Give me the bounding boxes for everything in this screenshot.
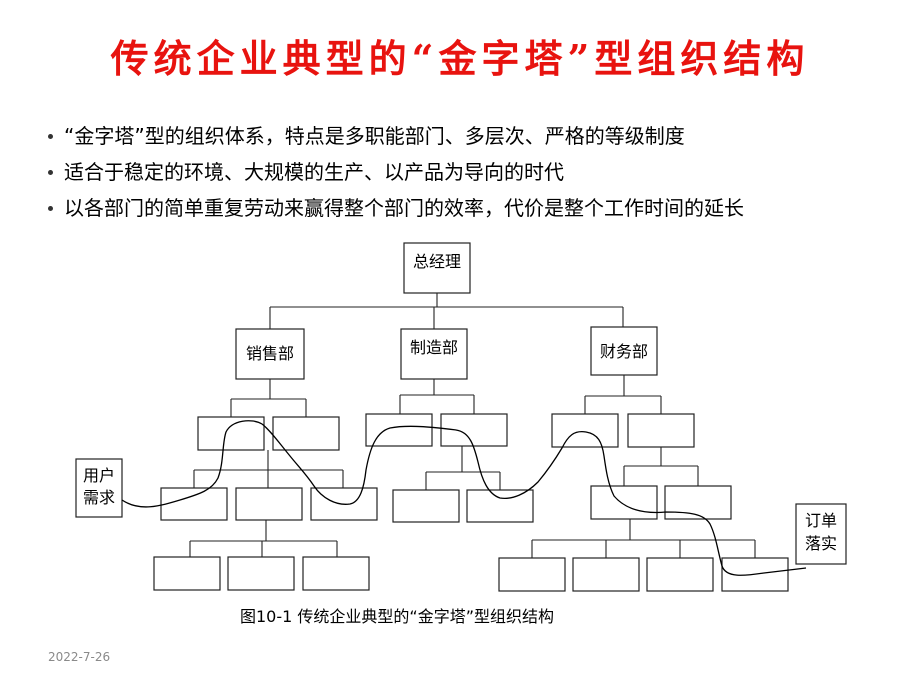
box-finance-l2	[551, 413, 619, 448]
box-sales-l3	[160, 487, 228, 521]
box-manufacturing-l2	[440, 413, 508, 447]
process-flow-line	[121, 420, 807, 576]
box-general-manager	[403, 242, 471, 294]
label-user-demand-line1: 用户	[83, 466, 115, 485]
box-sales-l2	[197, 416, 265, 451]
slide-title: 传统企业典型的“金字塔”型组织结构	[110, 36, 810, 81]
label-order-fulfilled-line2: 落实	[805, 534, 837, 553]
box-finance-l2	[627, 413, 695, 448]
box-sales-l4	[227, 556, 295, 591]
box-finance-l4	[646, 557, 714, 592]
label-user-demand-line2: 需求	[83, 488, 115, 507]
edge	[531, 519, 756, 558]
edge	[193, 450, 344, 488]
label-finance-dept: 财务部	[600, 342, 648, 361]
box-manufacturing-l2	[365, 413, 433, 447]
edge	[623, 447, 699, 486]
box-order-fulfilled	[795, 503, 847, 565]
edge	[584, 375, 662, 414]
bullet-item: 以各部门的简单重复劳动来赢得整个部门的效率，代价是整个工作时间的延长	[48, 190, 744, 226]
bullet-list: “金字塔”型的组织体系，特点是多职能部门、多层次、严格的等级制度 适合于稳定的环…	[48, 118, 744, 226]
box-user-demand	[75, 458, 123, 518]
label-general-manager: 总经理	[413, 252, 461, 271]
edge	[269, 293, 624, 329]
bullet-item: 适合于稳定的环境、大规模的生产、以产品为导向的时代	[48, 154, 744, 190]
box-sales-l4	[153, 556, 221, 591]
label-sales-dept: 销售部	[246, 344, 294, 363]
label-order-fulfilled-line1: 订单	[805, 511, 837, 530]
box-manufacturing-l3	[392, 489, 460, 523]
footer-date: 2022-7-26	[48, 650, 111, 664]
box-manufacturing-dept	[400, 328, 468, 380]
box-finance-l4	[498, 557, 566, 592]
figure-caption: 图10-1 传统企业典型的“金字塔”型组织结构	[240, 607, 554, 626]
box-sales-l4	[302, 556, 370, 591]
box-finance-l3	[664, 485, 732, 520]
box-sales-l2	[272, 416, 340, 451]
edge	[425, 446, 501, 490]
edge	[189, 520, 338, 557]
label-manufacturing-dept: 制造部	[410, 338, 458, 357]
bullet-item: “金字塔”型的组织体系，特点是多职能部门、多层次、严格的等级制度	[48, 118, 744, 154]
edge	[399, 379, 475, 414]
box-manufacturing-l3	[466, 489, 534, 523]
box-finance-l3	[590, 485, 658, 520]
box-sales-l3	[310, 487, 378, 521]
box-finance-l4	[572, 557, 640, 592]
box-sales-l3	[235, 487, 303, 521]
edge	[230, 379, 307, 417]
